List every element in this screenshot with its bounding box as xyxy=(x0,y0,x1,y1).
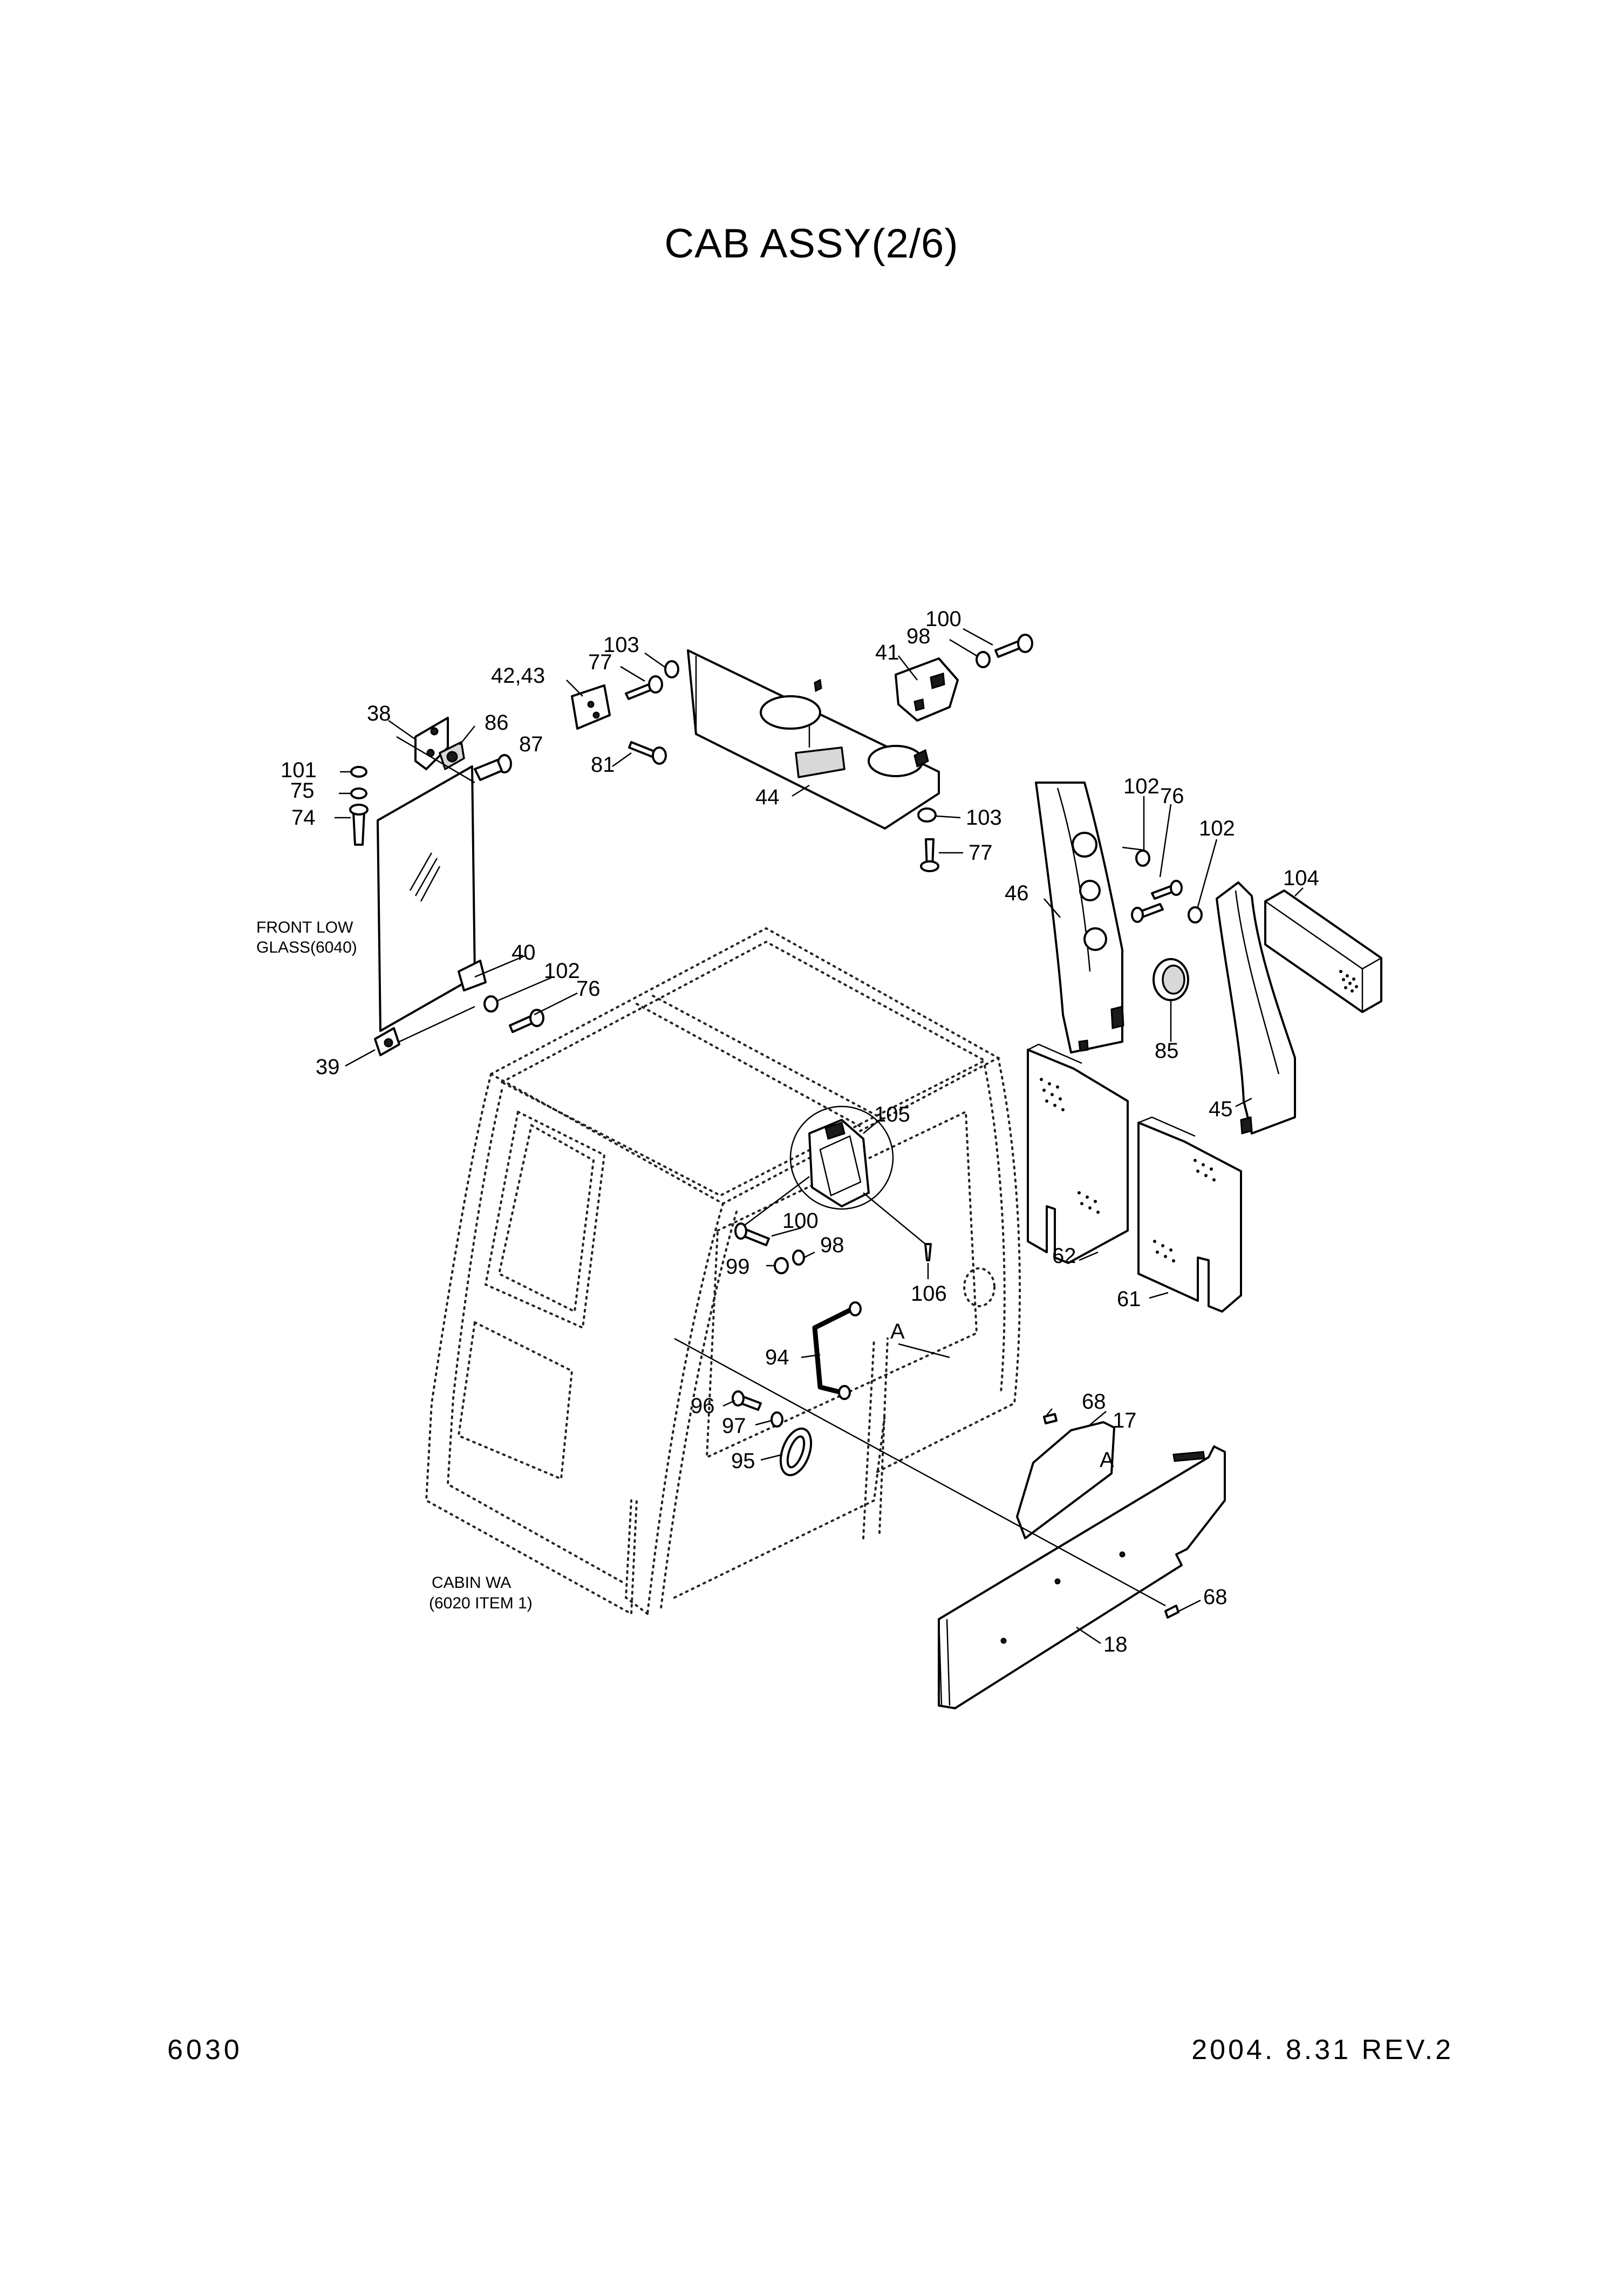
callout-label: 104 xyxy=(1283,866,1319,890)
callout-label: 99 xyxy=(726,1255,750,1279)
callout-label: 68 xyxy=(1203,1585,1228,1609)
callout-label: 45 xyxy=(1209,1097,1233,1121)
bolt-77-mid xyxy=(920,838,939,872)
callout-label: A xyxy=(890,1320,905,1343)
mat-61 xyxy=(1137,1116,1242,1313)
callout-label: 40 xyxy=(512,941,536,964)
callout-label: A xyxy=(1100,1448,1114,1472)
callout-label: 100 xyxy=(925,607,961,631)
front-low-glass-note: GLASS(6040) xyxy=(256,939,357,956)
cup-holder-85 xyxy=(1153,958,1189,1001)
callout-label: 96 xyxy=(691,1394,715,1418)
callout-label: 86 xyxy=(485,711,509,735)
washer-98-top xyxy=(976,651,991,668)
callout-label: 81 xyxy=(591,753,615,777)
callout-label: 42,43 xyxy=(491,664,545,688)
callout-label: 87 xyxy=(519,732,543,756)
callout-label: 106 xyxy=(911,1282,947,1306)
callout-label: 76 xyxy=(576,977,601,1001)
callout-label: 98 xyxy=(820,1233,844,1257)
callout-label: 62 xyxy=(1052,1244,1076,1268)
pad-104 xyxy=(1264,889,1382,1013)
screw-106 xyxy=(924,1243,932,1261)
screw-68-bottom xyxy=(1164,1605,1179,1619)
washer-97 xyxy=(770,1411,783,1428)
callout-label: 95 xyxy=(731,1449,755,1473)
date-revision: 2004. 8.31 REV.2 xyxy=(1191,2034,1454,2066)
cabin-frame xyxy=(425,927,1021,1616)
callout-label: 97 xyxy=(722,1414,746,1438)
roller-39 xyxy=(374,1027,400,1056)
callout-label: 98 xyxy=(906,624,931,648)
door-lock-105 xyxy=(789,1105,894,1210)
washers-102-76-right xyxy=(1131,850,1203,923)
bolt-77-top xyxy=(625,675,663,700)
panel-17 xyxy=(1016,1421,1115,1539)
callout-label: 18 xyxy=(1103,1633,1128,1656)
leader-lines xyxy=(335,628,1304,1645)
bracket-38 xyxy=(414,717,449,770)
cabin-note: CABIN WA xyxy=(432,1574,511,1592)
washers-99-98 xyxy=(774,1249,805,1274)
front-low-glass xyxy=(377,765,476,1032)
cabin-note: (6020 ITEM 1) xyxy=(429,1594,533,1612)
bracket-44 xyxy=(687,649,940,830)
bolt-81 xyxy=(628,741,667,765)
bracket-41 xyxy=(895,657,959,722)
pillar-trim-45 xyxy=(1216,881,1296,1135)
callout-label: 44 xyxy=(755,785,780,809)
callout-label: 38 xyxy=(367,702,391,725)
callout-label: 85 xyxy=(1155,1039,1179,1063)
callout-label: 103 xyxy=(966,806,1002,830)
callout-labels: 100 98 41 103 77 42,43 86 38 87 101 75 7… xyxy=(256,607,1319,1656)
plate-42-43 xyxy=(571,684,611,730)
screw-68-top xyxy=(1043,1413,1058,1424)
callout-label: 105 xyxy=(874,1103,910,1126)
callout-label: 39 xyxy=(316,1055,340,1079)
callout-label: 68 xyxy=(1082,1390,1106,1414)
striker-40 xyxy=(458,960,487,991)
escutcheon-95 xyxy=(779,1427,813,1477)
washer-103-top xyxy=(664,660,679,678)
bolt-96 xyxy=(732,1390,762,1411)
washer-103-mid xyxy=(917,807,937,823)
callout-label: 76 xyxy=(1160,784,1184,808)
bolt-87 xyxy=(474,754,512,781)
callout-label: 102 xyxy=(1199,817,1235,840)
bolt-74 xyxy=(349,804,369,846)
pillar-trim-46 xyxy=(1035,782,1124,1054)
bolt-100-mid xyxy=(734,1222,770,1246)
callout-label: 77 xyxy=(588,650,612,674)
callout-label: 102 xyxy=(544,959,580,983)
panel-18 xyxy=(938,1445,1226,1709)
callout-label: 75 xyxy=(290,779,315,803)
callout-label: 103 xyxy=(603,633,639,657)
callout-label: 46 xyxy=(1005,881,1029,905)
callout-label: 77 xyxy=(969,841,993,865)
callout-label: 101 xyxy=(281,758,317,782)
callout-label: 17 xyxy=(1113,1409,1137,1432)
callout-label: 41 xyxy=(875,641,899,664)
mat-62 xyxy=(1027,1043,1129,1264)
washer-102-left xyxy=(483,995,499,1013)
handle-94 xyxy=(812,1301,862,1400)
washers-101-75 xyxy=(350,766,367,799)
front-low-glass-note: FRONT LOW xyxy=(256,919,353,936)
callout-label: 61 xyxy=(1117,1287,1141,1311)
callout-label: 102 xyxy=(1123,775,1160,798)
bolt-100-top xyxy=(994,634,1033,658)
page-number: 6030 xyxy=(167,2034,243,2066)
callout-label: 74 xyxy=(291,806,316,830)
page-title: CAB ASSY(2/6) xyxy=(664,221,959,267)
callout-label: 94 xyxy=(765,1346,789,1369)
callout-label: 100 xyxy=(782,1209,819,1233)
bolt-76-left xyxy=(509,1009,544,1033)
